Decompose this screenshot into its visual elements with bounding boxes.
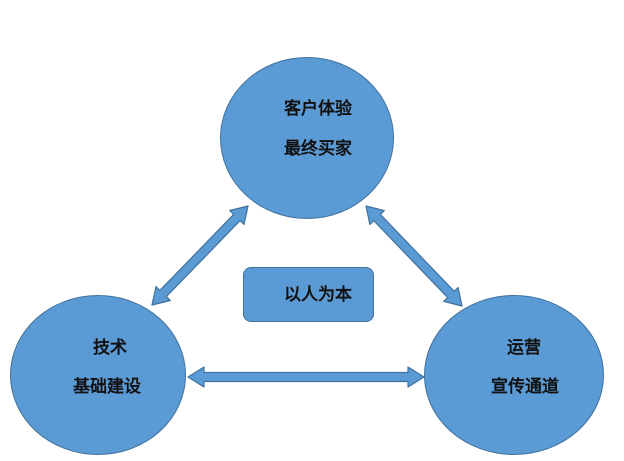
center-box: 以人为本	[243, 267, 374, 322]
node-right-title: 运营	[507, 338, 541, 358]
node-technology: 技术 基础建设	[10, 295, 186, 455]
node-right-subtitle: 宣传通道	[491, 377, 559, 397]
node-top-subtitle: 最终买家	[284, 139, 352, 159]
node-operations: 运营 宣传通道	[424, 295, 604, 455]
arrow-left-right	[187, 366, 425, 388]
arrow-left-top	[151, 205, 249, 306]
arrow-top-right	[365, 205, 463, 307]
node-left-subtitle: 基础建设	[73, 377, 141, 397]
center-label: 以人为本	[284, 285, 352, 305]
node-top-title: 客户体验	[284, 99, 352, 119]
node-customer-experience: 客户体验 最终买家	[220, 57, 394, 219]
node-left-title: 技术	[93, 338, 127, 358]
